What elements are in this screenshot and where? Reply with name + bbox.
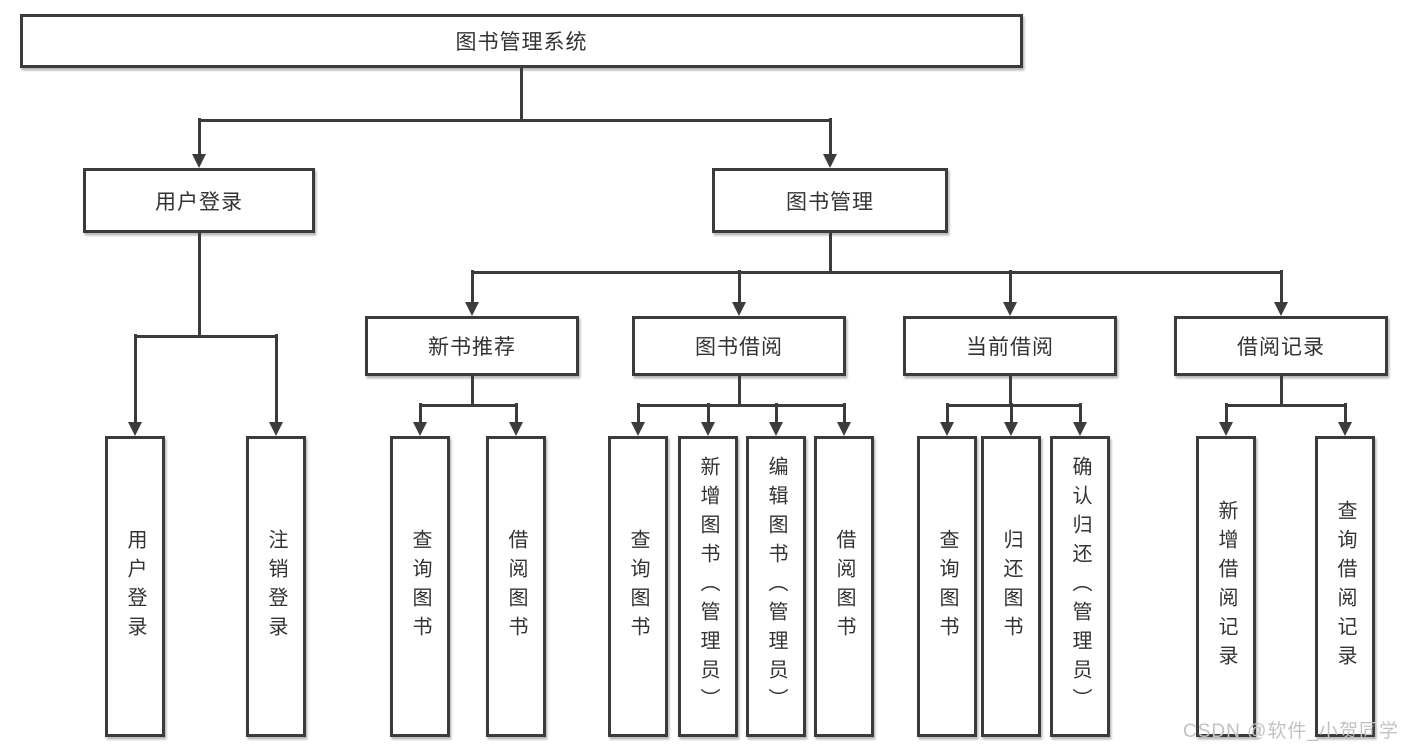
arrow-down-icon bbox=[630, 403, 645, 436]
node-label: 图书借阅 bbox=[695, 336, 783, 359]
node-label: 查询借阅记录 bbox=[1334, 499, 1356, 674]
node-label: 查询图书 bbox=[409, 528, 431, 645]
leaf-query-books-borrowing: 查询图书 bbox=[608, 436, 668, 737]
node-book-borrowing: 图书借阅 bbox=[632, 316, 846, 376]
connector-line bbox=[519, 68, 523, 121]
node-borrowing-records: 借阅记录 bbox=[1174, 316, 1388, 376]
arrow-down-icon bbox=[822, 118, 837, 168]
arrow-down-icon bbox=[508, 403, 523, 436]
node-user-login: 用户登录 bbox=[83, 168, 315, 233]
leaf-query-books-current: 查询图书 bbox=[917, 436, 977, 737]
arrow-down-icon bbox=[1337, 403, 1352, 436]
node-label: 注销登录 bbox=[265, 528, 287, 645]
connector-line bbox=[737, 376, 741, 406]
connector-line bbox=[828, 233, 832, 273]
leaf-confirm-return-admin: 确认归还（管理员） bbox=[1050, 436, 1110, 737]
node-label: 用户登录 bbox=[124, 528, 146, 645]
arrow-down-icon bbox=[700, 403, 715, 436]
connector-line bbox=[1008, 376, 1012, 406]
arrow-down-icon bbox=[127, 334, 142, 436]
leaf-borrow-books-recommend: 借阅图书 bbox=[486, 436, 546, 737]
arrow-down-icon bbox=[412, 403, 427, 436]
node-label: 借阅图书 bbox=[505, 528, 527, 645]
arrow-down-icon bbox=[768, 403, 783, 436]
node-label: 图书管理 bbox=[786, 190, 874, 214]
arrow-down-icon bbox=[268, 334, 283, 436]
connector-line bbox=[133, 334, 278, 338]
connector-line bbox=[470, 376, 474, 406]
node-label: 新增借阅记录 bbox=[1215, 499, 1237, 674]
csdn-watermark: CSDN @软件_小贺同学 bbox=[1183, 721, 1399, 742]
arrow-down-icon bbox=[1002, 270, 1017, 316]
connector-line bbox=[197, 233, 201, 337]
leaf-add-borrow-record: 新增借阅记录 bbox=[1196, 436, 1256, 737]
arrow-down-icon bbox=[1003, 403, 1018, 436]
node-new-book-recommend: 新书推荐 bbox=[365, 316, 579, 376]
leaf-user-login: 用户登录 bbox=[105, 436, 165, 737]
connector-line bbox=[1279, 376, 1283, 406]
arrow-down-icon bbox=[1273, 270, 1288, 316]
leaf-add-book-admin: 新增图书（管理员） bbox=[678, 436, 738, 737]
leaf-edit-book-admin: 编辑图书（管理员） bbox=[746, 436, 806, 737]
arrow-down-icon bbox=[1218, 403, 1233, 436]
node-label: 编辑图书（管理员） bbox=[765, 456, 787, 717]
arrow-down-icon bbox=[836, 403, 851, 436]
connector-line bbox=[636, 403, 846, 407]
leaf-borrow-books-borrowing: 借阅图书 bbox=[814, 436, 874, 737]
leaf-query-books-recommend: 查询图书 bbox=[390, 436, 450, 737]
node-label: 确认归还（管理员） bbox=[1069, 456, 1091, 717]
leaf-logout: 注销登录 bbox=[246, 436, 306, 737]
node-current-borrowing: 当前借阅 bbox=[903, 316, 1117, 376]
node-label: 新增图书（管理员） bbox=[697, 456, 719, 717]
arrow-down-icon bbox=[731, 270, 746, 316]
connector-line bbox=[197, 118, 832, 122]
connector-line bbox=[418, 403, 518, 407]
leaf-return-book: 归还图书 bbox=[981, 436, 1041, 737]
connector-line bbox=[1224, 403, 1347, 407]
arrow-down-icon bbox=[191, 118, 206, 168]
node-label: 归还图书 bbox=[1000, 528, 1022, 645]
node-label: 查询图书 bbox=[936, 528, 958, 645]
connector-line bbox=[945, 403, 1082, 407]
node-label: 借阅图书 bbox=[833, 528, 855, 645]
arrow-down-icon bbox=[464, 270, 479, 316]
node-label: 借阅记录 bbox=[1237, 336, 1325, 359]
node-label: 图书管理系统 bbox=[455, 31, 588, 54]
connector-line bbox=[470, 270, 1283, 274]
node-label: 当前借阅 bbox=[966, 336, 1054, 359]
leaf-query-borrow-record: 查询借阅记录 bbox=[1315, 436, 1375, 737]
arrow-down-icon bbox=[939, 403, 954, 436]
node-label: 新书推荐 bbox=[428, 336, 516, 359]
node-library-system-root: 图书管理系统 bbox=[20, 14, 1023, 68]
node-label: 查询图书 bbox=[627, 528, 649, 645]
node-book-management: 图书管理 bbox=[712, 168, 948, 233]
node-label: 用户登录 bbox=[155, 190, 243, 214]
arrow-down-icon bbox=[1072, 403, 1087, 436]
